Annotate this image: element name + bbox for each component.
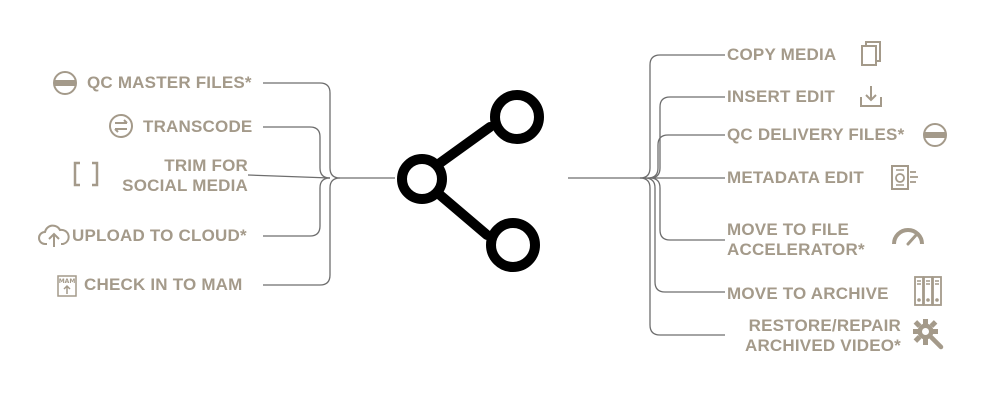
left-item-qc-master-files[interactable]: QC MASTER FILES* [87, 73, 252, 93]
item-label-line1: TRIM FOR [164, 156, 248, 175]
item-label-line1: MOVE TO FILE [727, 220, 850, 239]
item-label: CHECK IN TO MAM [84, 275, 243, 294]
right-item-metadata-edit[interactable]: METADATA EDIT [727, 168, 864, 188]
right-item-qc-delivery-files[interactable]: QC DELIVERY FILES* [727, 125, 904, 145]
right-item-insert-edit[interactable]: INSERT EDIT [727, 87, 835, 107]
share-network-icon [397, 90, 544, 272]
cloud-upload-icon [38, 223, 70, 249]
connector-transcode [263, 126, 331, 179]
connector-insert [649, 96, 725, 179]
right-item-copy-media[interactable]: COPY MEDIA [727, 45, 836, 65]
left-item-transcode[interactable]: TRANSCODE [143, 117, 252, 137]
left-item-check-in-to-mam[interactable]: CHECK IN TO MAM [84, 275, 243, 295]
item-label: UPLOAD TO CLOUD* [72, 226, 247, 245]
connector-copy [639, 54, 725, 179]
item-label: TRANSCODE [143, 117, 253, 136]
item-label: COPY MEDIA [727, 45, 837, 64]
connector-trim [247, 174, 331, 179]
connector-checkin [263, 177, 341, 286]
repair-gear-icon [912, 318, 944, 350]
item-label-line2: ARCHIVED VIDEO* [744, 336, 901, 355]
connector-qc-delivery [647, 134, 725, 179]
speedometer-icon [890, 224, 926, 246]
disc-icon [52, 70, 78, 96]
transcode-arrows-icon [108, 113, 134, 139]
metadata-icon [890, 164, 920, 192]
right-item-move-to-archive[interactable]: MOVE TO ARCHIVE [727, 284, 889, 304]
right-item-restore-repair-archived-video[interactable]: RESTORE/REPAIR ARCHIVED VIDEO* [727, 316, 901, 356]
connector-accelerator [649, 177, 725, 241]
connector-qc-master [263, 82, 395, 179]
archive-drives-icon [914, 276, 942, 306]
connector-upload [263, 177, 331, 237]
trim-brackets-icon [72, 160, 100, 188]
item-label: QC DELIVERY FILES* [727, 125, 905, 144]
item-label-line1: RESTORE/REPAIR [748, 316, 901, 335]
copy-icon [858, 40, 884, 68]
item-label: METADATA EDIT [727, 168, 865, 187]
item-label: MOVE TO ARCHIVE [727, 284, 889, 303]
insert-download-icon [858, 83, 884, 109]
left-item-trim-for-social-media[interactable]: TRIM FOR SOCIAL MEDIA [108, 156, 248, 196]
item-label: INSERT EDIT [727, 87, 835, 106]
disc-icon [922, 122, 948, 148]
connector-archive [644, 177, 725, 293]
item-label: QC MASTER FILES* [87, 73, 252, 92]
connector-restore [639, 177, 725, 336]
item-label-line2: ACCELERATOR* [727, 240, 865, 259]
left-item-upload-to-cloud[interactable]: UPLOAD TO CLOUD* [72, 226, 247, 246]
mam-checkin-icon: MAM [57, 275, 77, 297]
right-item-move-to-file-accelerator[interactable]: MOVE TO FILE ACCELERATOR* [727, 220, 865, 260]
mam-icon-text: MAM [59, 278, 76, 285]
item-label-line2: SOCIAL MEDIA [122, 176, 248, 195]
